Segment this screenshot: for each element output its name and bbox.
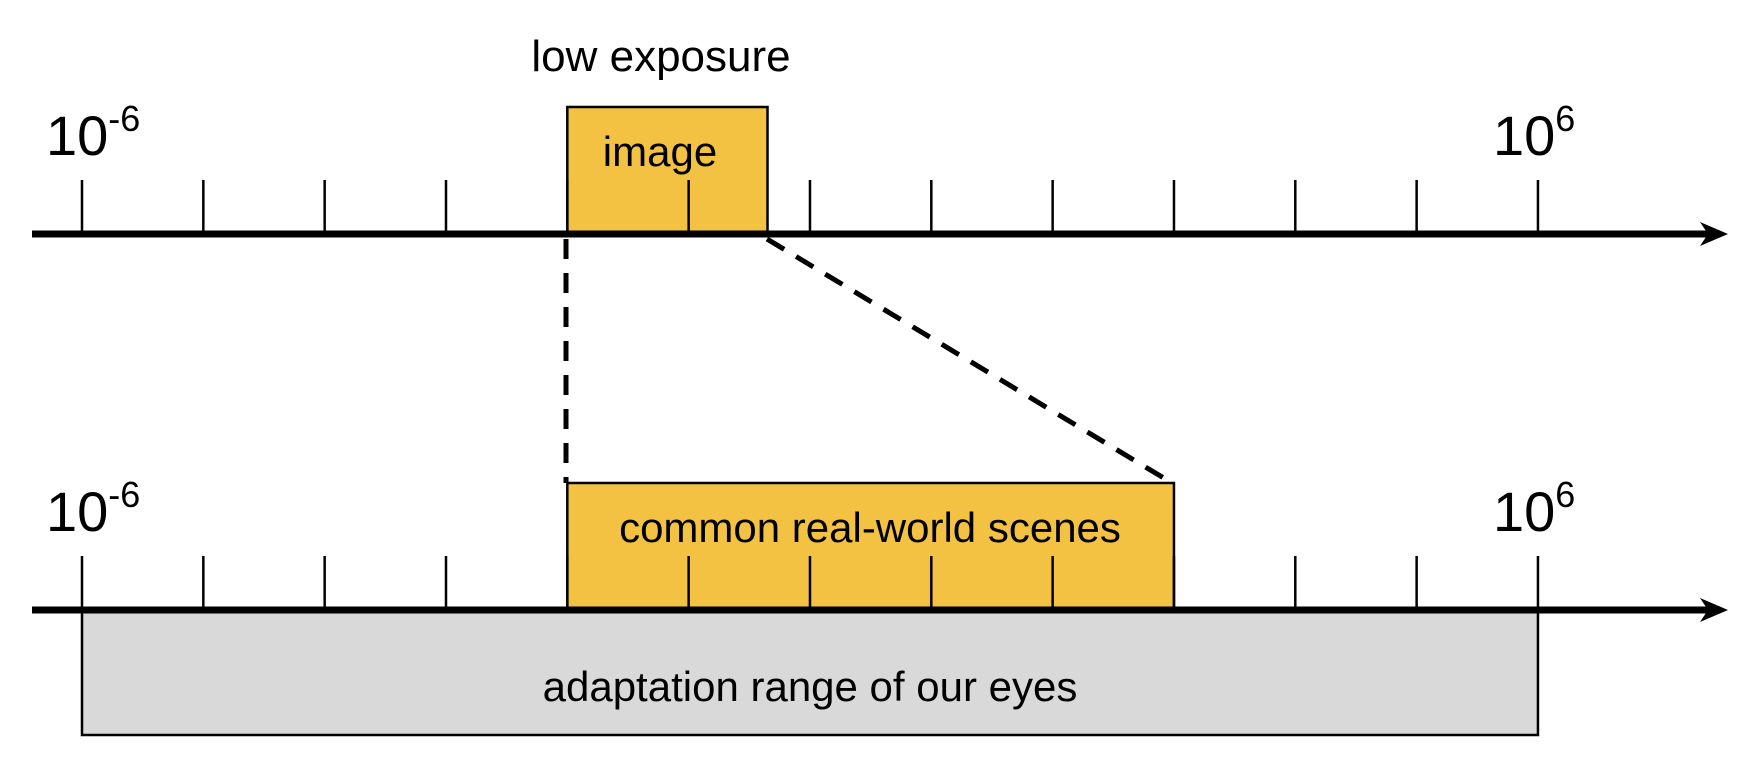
bottom-axis-arrowhead-icon xyxy=(1700,598,1728,622)
image-range-box xyxy=(566,105,769,236)
bottom-axis-ticks xyxy=(80,556,1540,610)
bottom-axis-min-label: 10-6 xyxy=(46,474,140,543)
common-scenes-label: common real-world scenes xyxy=(619,504,1121,551)
common-scenes-box xyxy=(566,481,1176,612)
bottom-axis-max-label: 106 xyxy=(1493,474,1575,543)
top-axis-arrowhead-icon xyxy=(1700,222,1728,246)
adaptation-range-box xyxy=(80,608,1540,737)
adaptation-range-label: adaptation range of our eyes xyxy=(543,663,1078,710)
low-exposure-title: low exposure xyxy=(531,32,790,81)
bottom-axis: common real-world scenes adaptation rang… xyxy=(32,474,1728,737)
top-axis-ticks xyxy=(80,180,1540,234)
top-axis-min-label: 10-6 xyxy=(46,98,140,167)
top-axis-max-label: 106 xyxy=(1493,98,1575,167)
zoom-connector-right xyxy=(765,236,1174,486)
image-box-label: image xyxy=(603,128,717,175)
top-axis: image 10-6 106 xyxy=(32,98,1728,246)
